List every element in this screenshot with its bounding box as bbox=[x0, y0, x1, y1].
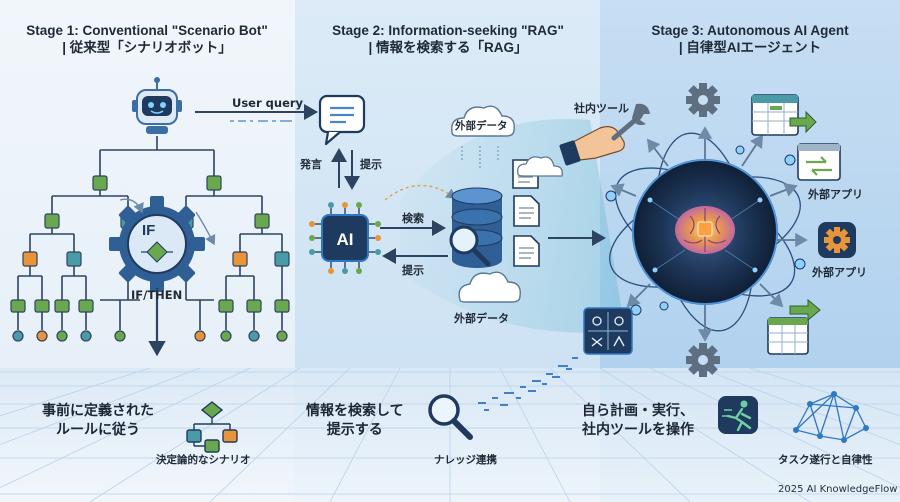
present-bottom-label: 提示 bbox=[402, 264, 424, 277]
stage3-title-ja: | 自律型AIエージェント bbox=[678, 40, 822, 55]
cloud-icon bbox=[451, 105, 515, 168]
data-stream bbox=[478, 357, 578, 411]
stage3-title: Stage 3: Autonomous AI Agent | 自律型AIエージェ… bbox=[602, 22, 898, 56]
stage1-summary: 事前に定義された ルールに従う bbox=[42, 402, 154, 440]
stage2-summary-line2: 提示する bbox=[326, 422, 383, 438]
tree-nodes bbox=[10, 175, 290, 342]
network-icon bbox=[793, 391, 869, 443]
document-icon bbox=[513, 195, 540, 227]
stage1-title: Stage 1: Conventional "Scenario Bot" | 従… bbox=[2, 22, 292, 56]
flow-arrow bbox=[195, 211, 216, 246]
brain-icon bbox=[675, 206, 735, 254]
hand-wrench-icon bbox=[559, 103, 650, 166]
spreadsheet-icon bbox=[767, 298, 821, 355]
gear-icon bbox=[818, 222, 856, 258]
robot-icon bbox=[132, 77, 182, 134]
floor-grid bbox=[0, 367, 900, 502]
flowchart-icon bbox=[186, 401, 238, 453]
stage1-title-en: Stage 1: Conventional "Scenario Bot" bbox=[26, 23, 268, 38]
ai-chip-icon: AI bbox=[309, 202, 381, 274]
brand-footer: 2025 AI KnowledgeFlow bbox=[778, 484, 898, 495]
magnifier-icon bbox=[449, 225, 491, 267]
stage3-caption: タスク遂行と自律性 bbox=[778, 454, 873, 466]
stage2-caption: ナレッジ連携 bbox=[434, 454, 497, 466]
magnifier-icon bbox=[428, 394, 473, 440]
stage1-title-ja: | 従来型「シナリオボット」 bbox=[62, 40, 232, 55]
flowchart-icon bbox=[583, 307, 633, 355]
dots-row bbox=[230, 120, 292, 122]
if-label: IF bbox=[142, 222, 156, 239]
internal-tool-label: 社内ツール bbox=[574, 102, 629, 115]
stage2-title-ja: | 情報を検索する「RAG」 bbox=[368, 40, 528, 55]
external-app-label-1: 外部アプリ bbox=[808, 188, 863, 201]
stage2-title: Stage 2: Information-seeking "RAG" | 情報を… bbox=[296, 22, 600, 56]
flow-arrow bbox=[119, 198, 144, 214]
speak-label: 発言 bbox=[300, 158, 322, 171]
chat-icon bbox=[318, 94, 366, 146]
stage2-summary-line1: 情報を検索して bbox=[306, 403, 404, 419]
present-top-label: 提示 bbox=[360, 158, 382, 171]
user-query-label: User query bbox=[232, 96, 304, 110]
stage1-caption: 決定論的なシナリオ bbox=[156, 454, 251, 466]
cloud-icon bbox=[458, 271, 521, 303]
gear-icon bbox=[686, 83, 720, 117]
stage1-summary-line1: 事前に定義された bbox=[42, 403, 154, 419]
ai-chip-label: AI bbox=[337, 230, 354, 249]
app-window-icon bbox=[797, 143, 841, 181]
external-app-label-2: 外部アプリ bbox=[812, 266, 867, 279]
gear-icon bbox=[686, 343, 720, 377]
spreadsheet-icon bbox=[751, 94, 817, 136]
gear-icon bbox=[109, 196, 205, 292]
cloud-icon bbox=[517, 156, 563, 177]
dotted-arrow bbox=[384, 184, 457, 201]
stage2-summary: 情報を検索して 提示する bbox=[306, 402, 404, 440]
agent-arrows bbox=[610, 126, 808, 342]
document-icon bbox=[513, 235, 540, 267]
stage3-summary-line2: 社内ツールを操作 bbox=[582, 422, 694, 438]
external-data-top-label: 外部データ bbox=[455, 120, 508, 132]
stage3-summary: 自ら計画・実行、 社内ツールを操作 bbox=[582, 402, 694, 440]
beam bbox=[400, 119, 625, 333]
stage1-summary-line2: ルールに従う bbox=[56, 422, 140, 438]
stage2-title-en: Stage 2: Information-seeking "RAG" bbox=[332, 23, 564, 38]
runner-icon bbox=[718, 396, 758, 434]
stage3-summary-line1: 自ら計画・実行、 bbox=[582, 403, 694, 419]
ifthen-label: IF/THEN bbox=[131, 288, 183, 302]
stage3-title-en: Stage 3: Autonomous AI Agent bbox=[651, 23, 849, 38]
search-label: 検索 bbox=[402, 212, 424, 225]
external-data-bottom-label: 外部データ bbox=[454, 312, 509, 325]
